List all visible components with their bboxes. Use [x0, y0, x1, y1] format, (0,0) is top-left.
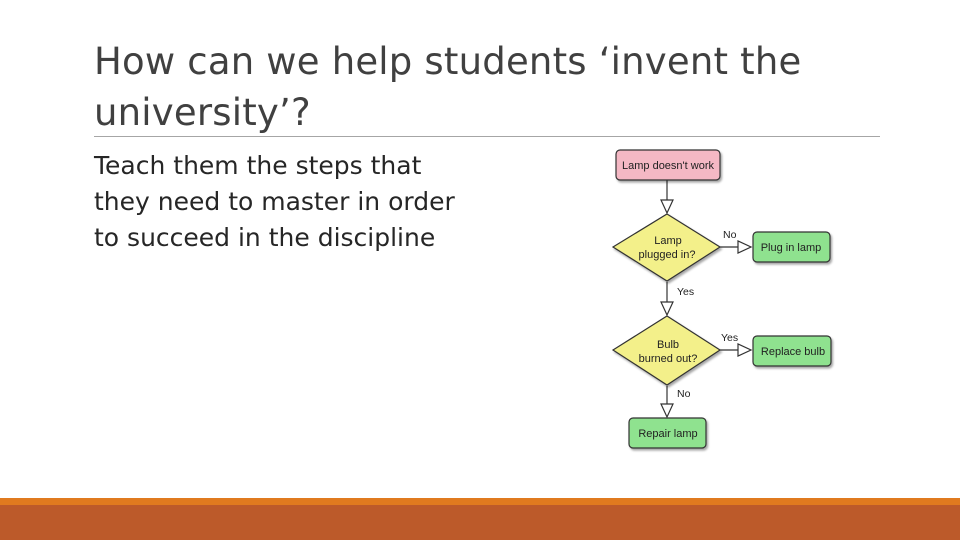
decision1-label-line2: plugged in? [639, 249, 696, 261]
title-divider [94, 136, 880, 137]
arrowhead-down-2 [660, 301, 674, 317]
edge-label-no-1: No [723, 229, 737, 241]
action-replace-bulb [752, 335, 832, 367]
arrowhead-down-1 [660, 199, 674, 215]
arrowhead-right-1 [737, 240, 753, 254]
title-line-2: university’? [94, 91, 311, 134]
arrowhead-right-2 [737, 343, 753, 357]
edge-label-yes-2: Yes [721, 332, 738, 344]
repair-label: Repair lamp [638, 428, 697, 440]
start-label: Lamp doesn't work [622, 160, 714, 172]
decision2-label-line2: burned out? [639, 353, 698, 365]
footer-band [0, 505, 960, 540]
body-line-2: they need to master in order [94, 187, 455, 216]
decision2-label-line1: Bulb [657, 339, 679, 351]
action-plug-in-lamp [752, 231, 831, 263]
footer-accent-stripe [0, 498, 960, 505]
body-line-1: Teach them the steps that [94, 151, 422, 180]
decision-plugged-in [611, 213, 722, 282]
arrowheads [660, 199, 753, 419]
arrowhead-down-3 [660, 403, 674, 419]
connectors [666, 180, 738, 404]
decision1-label-line1: Lamp [654, 235, 682, 247]
action-repair-lamp [628, 417, 707, 449]
body-text: Teach them the steps that they need to m… [94, 148, 494, 256]
replace-label: Replace bulb [761, 346, 825, 358]
lamp-flowchart: Lamp doesn't work Lamp plugged in? Plug … [611, 149, 832, 449]
edge-label-yes-1: Yes [677, 286, 694, 298]
slide-title: How can we help students ‘invent the uni… [94, 36, 894, 138]
decision-burned-out [611, 315, 722, 386]
body-line-3: to succeed in the discipline [94, 223, 436, 252]
plug-label: Plug in lamp [761, 242, 822, 254]
edge-label-no-2: No [677, 388, 691, 400]
start-node [615, 149, 721, 181]
title-line-1: How can we help students ‘invent the [94, 40, 802, 83]
